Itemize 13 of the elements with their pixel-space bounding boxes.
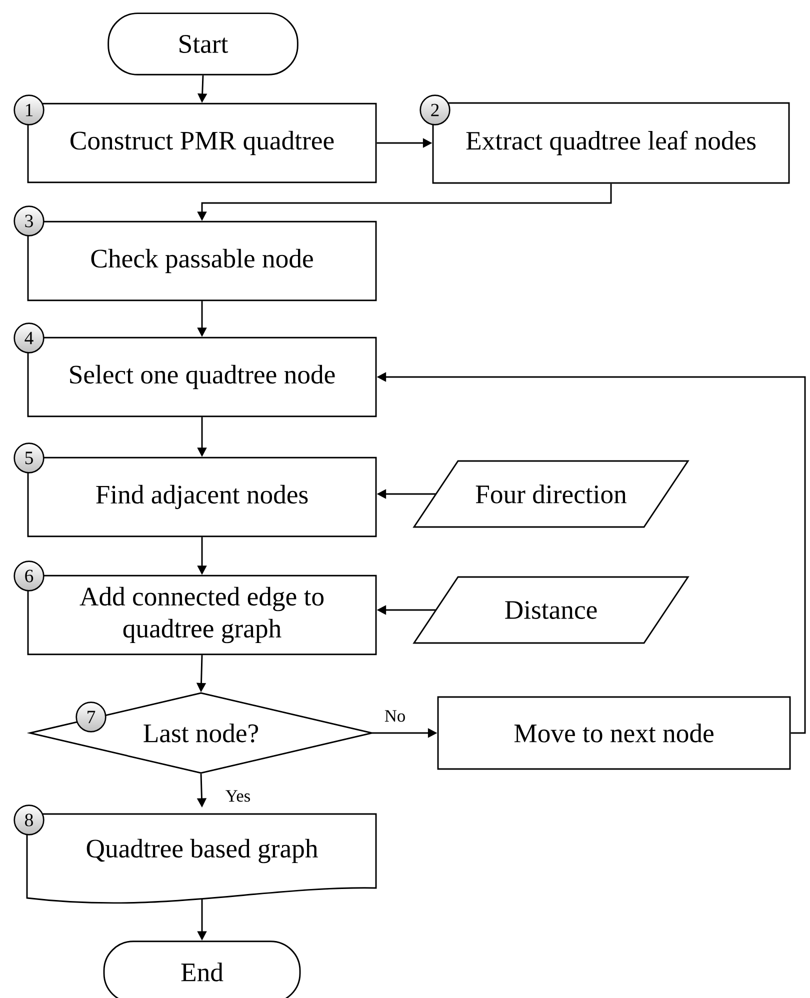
callout-number: 6	[14, 560, 44, 592]
callout-number: 8	[14, 804, 44, 836]
callout-number: 1	[14, 94, 44, 126]
callout-number: 3	[14, 206, 44, 236]
edge-label: Yes	[224, 788, 252, 804]
edge-label: No	[383, 708, 407, 724]
process-box: Move to next node	[437, 696, 791, 770]
terminal-box: Start	[108, 12, 298, 76]
callout-number: 4	[14, 322, 44, 354]
callout-number: 2	[420, 94, 450, 126]
terminal-box: End	[103, 940, 301, 998]
callout-number: 5	[14, 442, 44, 474]
callout-number: 7	[76, 702, 106, 732]
